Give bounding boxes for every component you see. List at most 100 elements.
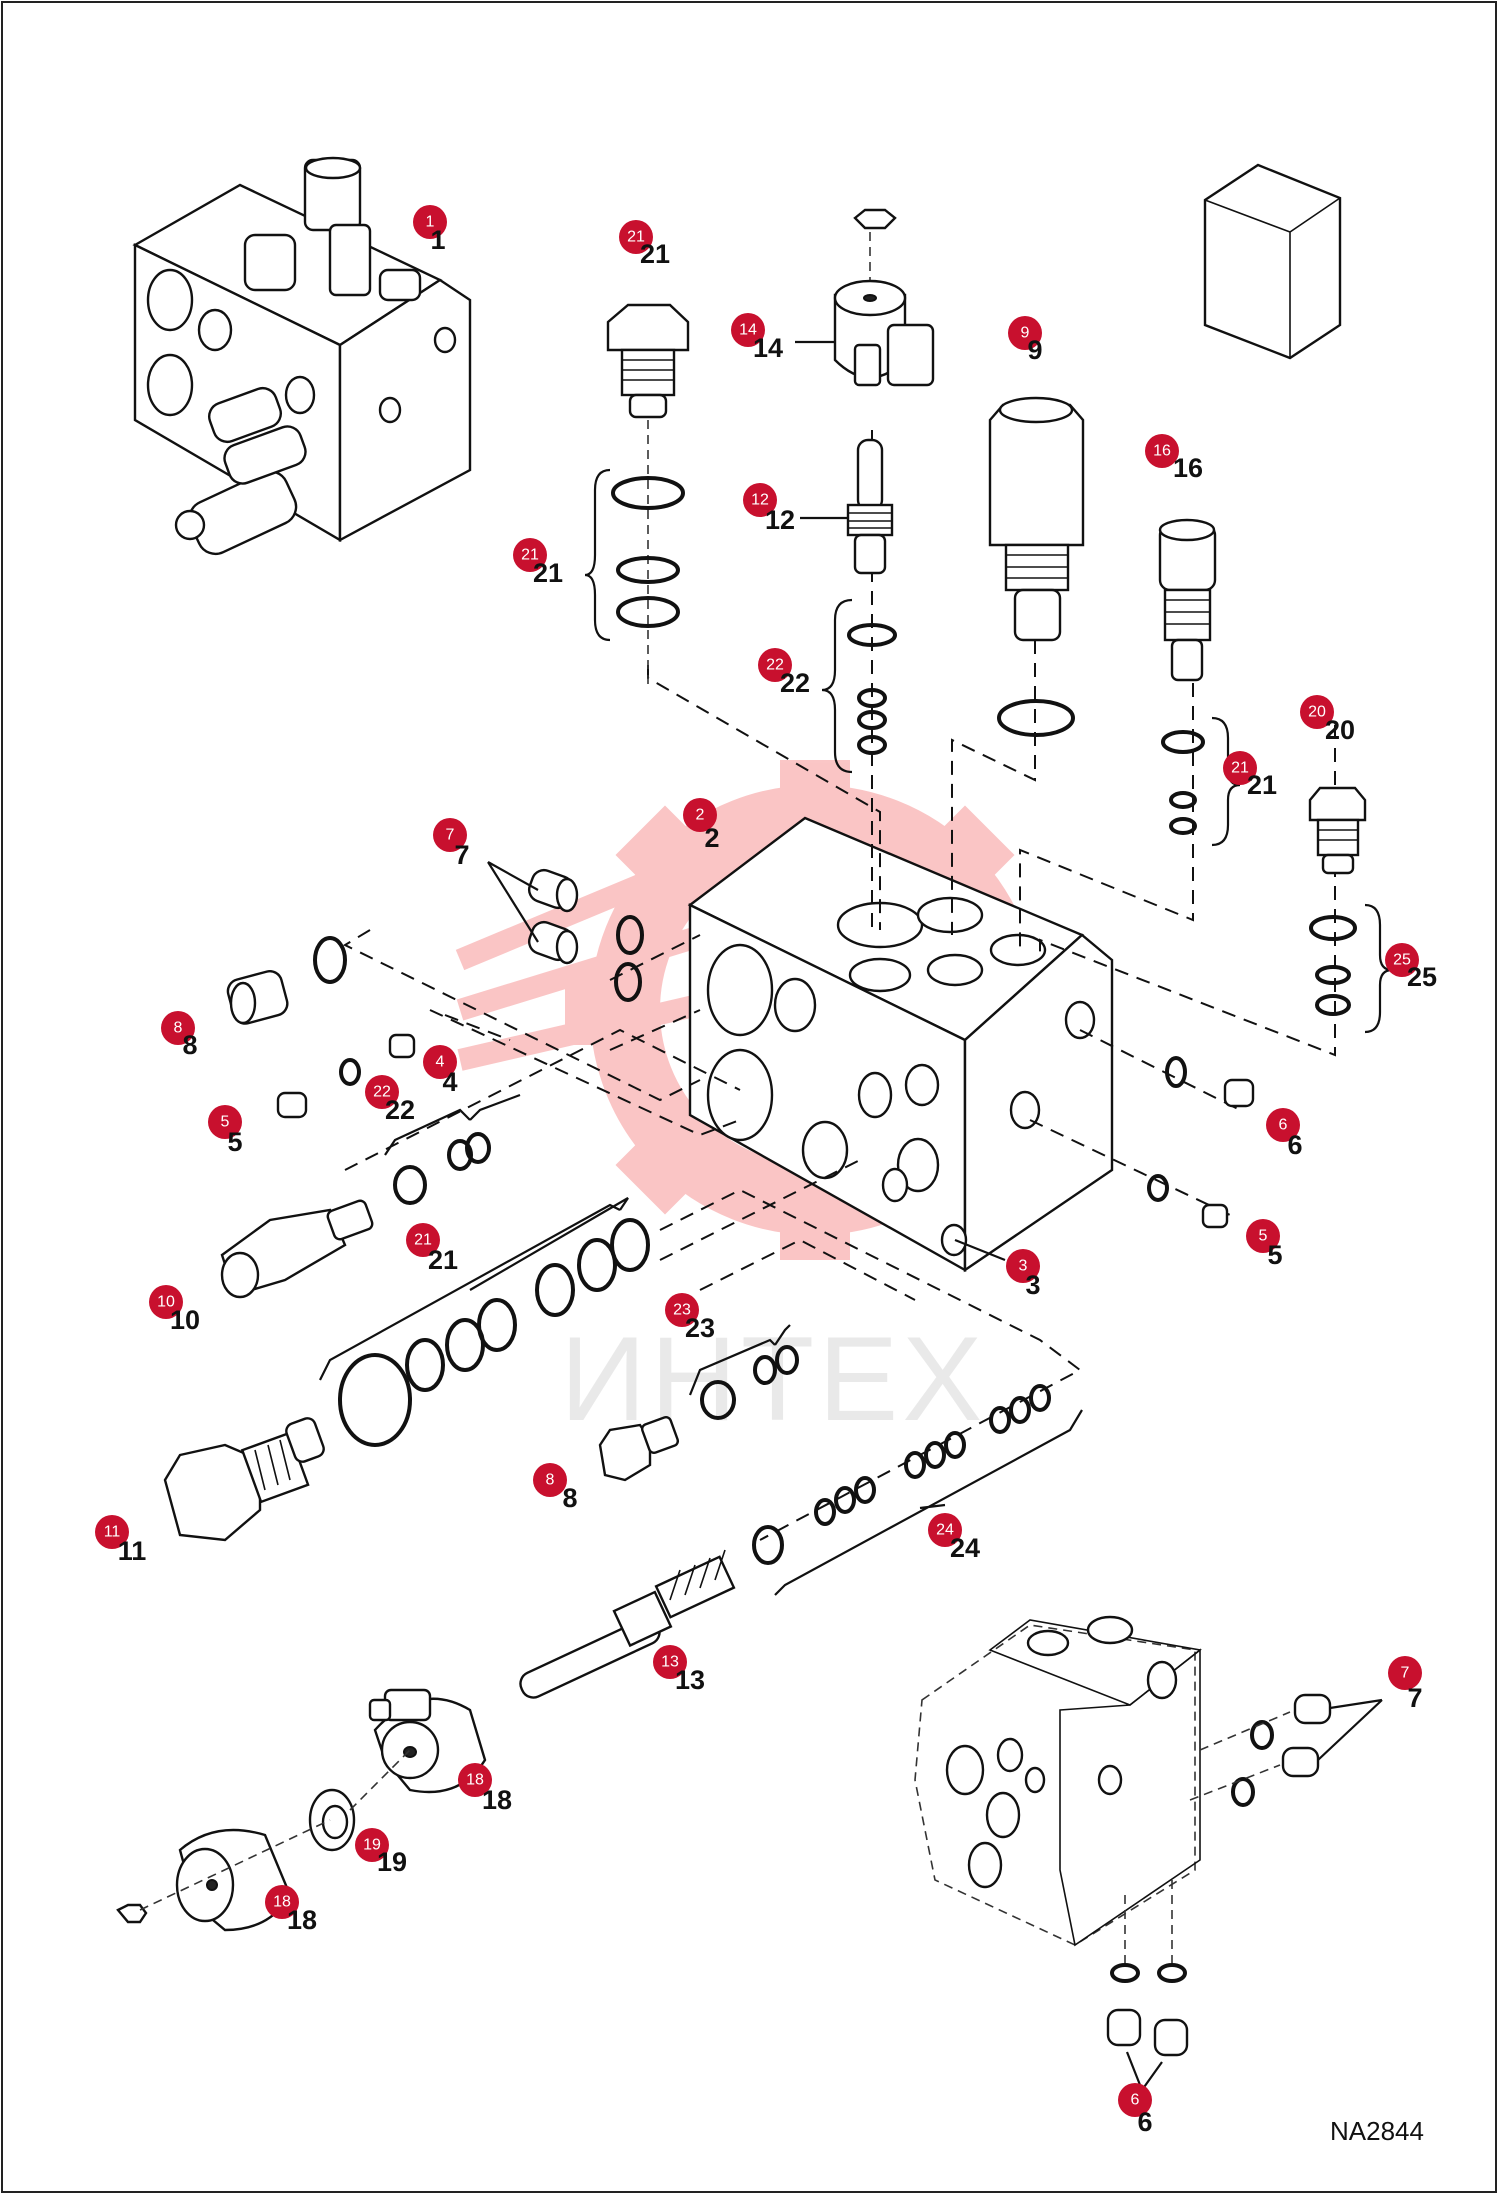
seals-25	[1309, 903, 1393, 1034]
label-7a: 7	[454, 840, 469, 870]
label-20: 20	[1325, 715, 1355, 745]
label-6a: 6	[1287, 1130, 1302, 1160]
label-24: 24	[950, 1533, 980, 1563]
label-19: 19	[377, 1847, 407, 1877]
svg-text:4: 4	[436, 1054, 445, 1071]
svg-text:24: 24	[936, 1522, 954, 1539]
svg-text:22: 22	[373, 1084, 391, 1101]
callout-20: 20	[1300, 695, 1334, 729]
svg-text:6: 6	[1279, 1117, 1288, 1134]
svg-text:13: 13	[661, 1654, 679, 1671]
label-16: 13	[675, 1665, 705, 1695]
label-14: 16	[1173, 453, 1203, 483]
callout-13: 11	[95, 1515, 129, 1549]
callout-1: 1	[413, 205, 447, 239]
callout-21c: 22	[365, 1075, 399, 1109]
callout-10: 10	[149, 1285, 183, 1319]
leader-3	[954, 1238, 1006, 1262]
assembly-paths	[342, 430, 1336, 1541]
part-15-cartridge	[846, 438, 894, 575]
part-4-plug	[339, 1033, 416, 1086]
svg-text:25: 25	[1393, 952, 1411, 969]
seals-21-top	[584, 468, 685, 642]
svg-text:20: 20	[1308, 704, 1326, 721]
label-10: 10	[170, 1305, 200, 1335]
part-6-plug-right	[1165, 1056, 1255, 1108]
label-5a: 5	[227, 1127, 242, 1157]
callout-5a: 5	[208, 1105, 242, 1139]
label-15: 12	[765, 505, 795, 535]
svg-text:18: 18	[273, 1894, 291, 1911]
axis-coils	[139, 1749, 411, 1911]
label-22: 21	[428, 1245, 458, 1275]
part-16-spool	[519, 1549, 736, 1699]
label-18b: 18	[287, 1905, 317, 1935]
svg-text:2: 2	[696, 807, 705, 824]
svg-text:21: 21	[521, 547, 539, 564]
callout-5b: 5	[1246, 1219, 1280, 1253]
svg-text:21: 21	[414, 1232, 432, 1249]
callout-16: 13	[653, 1645, 687, 1679]
label-21b: 21	[1247, 770, 1277, 800]
callout-9: 9	[1008, 316, 1042, 350]
label-3: 3	[1025, 1270, 1040, 1300]
callout-25: 25	[1385, 943, 1419, 977]
seals-24	[752, 1384, 1083, 1596]
part-12-plug	[606, 303, 690, 419]
callout-11: 8	[533, 1463, 567, 1497]
svg-text:9: 9	[1021, 325, 1030, 342]
callout-3: 3	[1006, 1249, 1040, 1283]
part-8-plug	[226, 936, 347, 1025]
callout-18b: 18	[265, 1885, 299, 1919]
label-17: 14	[753, 333, 783, 363]
callout-6b: 6	[1118, 2083, 1152, 2117]
label-2: 2	[704, 823, 719, 853]
callout-6a: 6	[1266, 1108, 1300, 1142]
callout-15: 12	[743, 483, 777, 517]
drawing-code: NA2844	[1330, 2116, 1424, 2146]
callout-22: 21	[406, 1223, 440, 1257]
callout-17: 14	[731, 313, 765, 347]
part-18-coil-upper	[368, 1688, 487, 1794]
part-17-coil	[833, 208, 935, 387]
callout-2: 2	[683, 798, 717, 832]
callout-8: 8	[161, 1011, 195, 1045]
svg-text:7: 7	[1401, 1665, 1410, 1682]
part-18-coil-lower	[116, 1828, 292, 1932]
svg-text:6: 6	[1131, 2092, 1140, 2109]
label-21c: 22	[385, 1095, 415, 1125]
phantom-block	[914, 1615, 1202, 1947]
svg-text:18: 18	[466, 1772, 484, 1789]
label-11: 8	[562, 1483, 577, 1513]
svg-text:5: 5	[221, 1114, 230, 1131]
part-19-washer	[308, 1788, 356, 1852]
label-7b: 7	[1407, 1683, 1422, 1713]
label-13: 11	[118, 1536, 147, 1566]
callout-4: 4	[423, 1045, 457, 1079]
label-6b: 6	[1137, 2107, 1152, 2137]
part-6-plugs-bottom	[1106, 1880, 1189, 2091]
svg-text:12: 12	[751, 492, 769, 509]
svg-text:14: 14	[739, 322, 757, 339]
svg-text:23: 23	[673, 1302, 691, 1319]
callout-19: 19	[355, 1828, 389, 1862]
part-10-valve	[220, 1093, 521, 1299]
callout-18a: 18	[458, 1763, 492, 1797]
assembled-valve-block	[132, 156, 472, 556]
callout-21b: 21	[1223, 751, 1257, 785]
callout-21a: 21	[513, 538, 547, 572]
label-18a: 18	[482, 1785, 512, 1815]
label-23: 22	[780, 668, 810, 698]
label-5b: 5	[1267, 1240, 1282, 1270]
svg-text:21: 21	[627, 229, 645, 246]
part-7-plugs-right	[1189, 1693, 1383, 1807]
reference-box	[1203, 163, 1342, 360]
callout-12: 21	[619, 220, 653, 254]
callout-21d: 23	[665, 1293, 699, 1327]
part-13-cartridge	[163, 1417, 325, 1542]
callout-7b: 7	[1388, 1656, 1422, 1690]
label-25: 25	[1407, 962, 1437, 992]
seals-22	[319, 1197, 650, 1447]
part-20-plug	[1308, 786, 1367, 875]
